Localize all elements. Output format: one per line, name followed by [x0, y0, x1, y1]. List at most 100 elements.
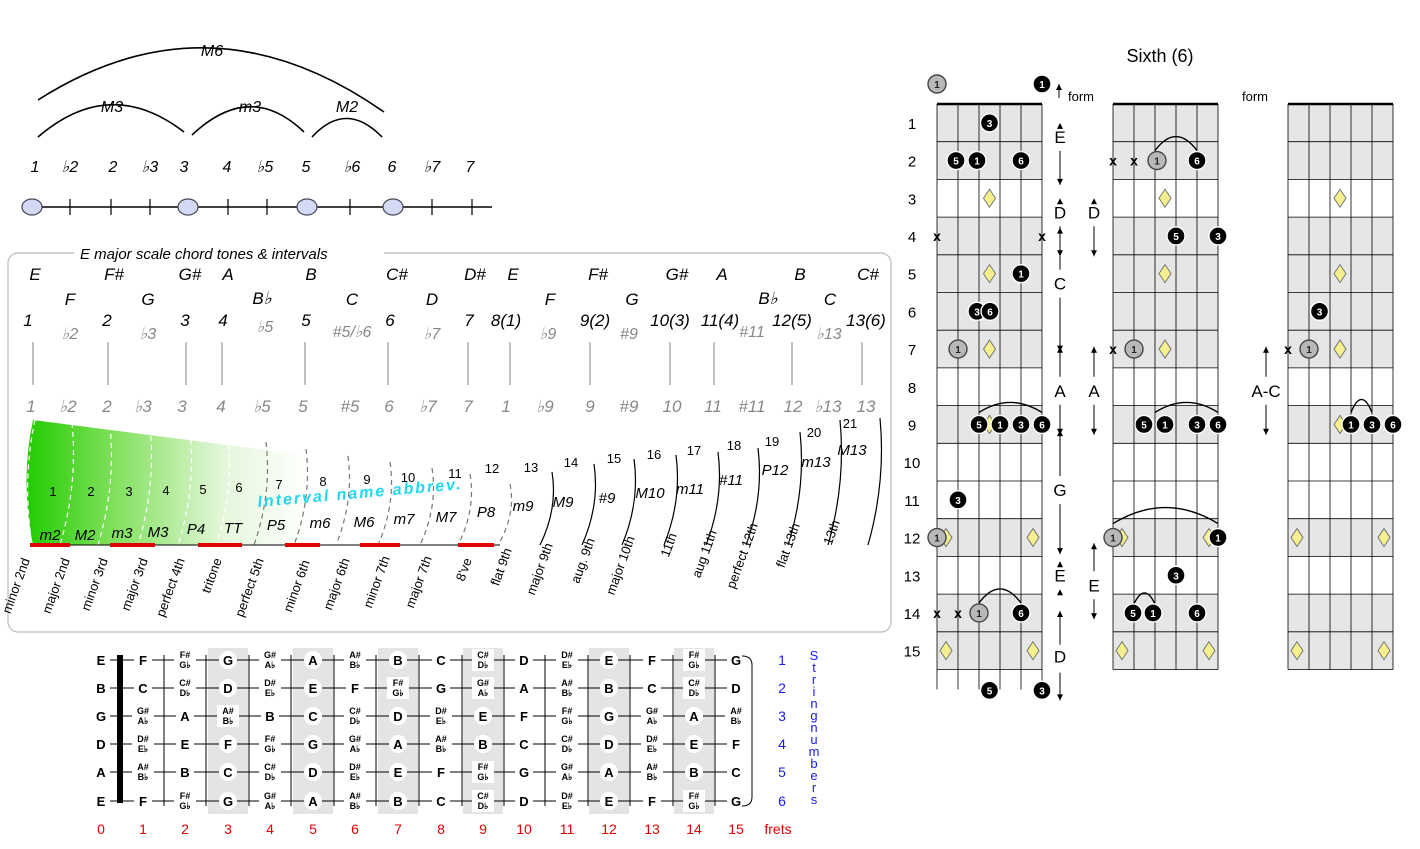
chord-tone-label: 6 [1039, 420, 1045, 431]
interval-separator [827, 419, 843, 546]
interval-abbrev: m2 [40, 527, 61, 544]
fret-note: B♭ [436, 744, 447, 754]
note-bg [259, 649, 281, 671]
caged-form-label: C [1054, 275, 1066, 294]
fret-note: E [605, 794, 614, 809]
note-bg [304, 763, 322, 781]
chord-tone-dot [979, 680, 1000, 701]
fret-note: G♭ [179, 660, 190, 670]
note-bg [685, 763, 703, 781]
chord-degree-alt: #5/♭6 [333, 324, 372, 341]
chord-tone-dot [1123, 603, 1143, 623]
semitone-count: 21 [843, 416, 857, 431]
chord-tone-label: 3 [1018, 420, 1024, 431]
panel-title: E major scale chord tones & intervals [80, 246, 328, 263]
interval-number: 11 [704, 397, 722, 416]
semitone-count: 10 [401, 470, 415, 485]
note-bg [472, 761, 494, 783]
fret-note: A [393, 737, 403, 752]
note-bg [219, 679, 237, 697]
chord-degree: 5 [301, 311, 311, 330]
arrow-head [1091, 250, 1097, 257]
semitone-count: 14 [564, 455, 578, 470]
inlay-diamond [1290, 527, 1304, 548]
neck-shade [1113, 518, 1218, 557]
fret-note: G [223, 794, 233, 809]
chord-tone-label: 6 [1194, 157, 1200, 168]
chord-tone-label: 1 [1131, 345, 1137, 356]
interval-separator [177, 430, 193, 546]
arrow-head [1091, 198, 1097, 205]
inlay-column [463, 648, 503, 814]
note-bg [474, 735, 492, 753]
fret-note: G# [477, 678, 489, 688]
fret-note: A♭ [265, 801, 276, 811]
fret-note: A# [646, 762, 658, 772]
fret-note: G [731, 653, 741, 668]
neck-shade [1288, 217, 1393, 255]
interval-number: 1 [501, 397, 510, 416]
neck-fret-label: 7 [908, 342, 916, 359]
neck-shade [937, 217, 1042, 255]
fret-note: D [308, 765, 317, 780]
note-name: A [715, 265, 727, 284]
note-name: G# [666, 265, 689, 284]
string-number: 4 [778, 736, 786, 752]
chord-degree-alt: ♭7 [424, 326, 442, 343]
note-bg [174, 677, 196, 699]
string-bracket [741, 655, 753, 807]
string-number: 2 [778, 680, 786, 696]
chord-tone-dot [1011, 414, 1031, 435]
chord-tone-label: 1 [976, 609, 982, 620]
interval-separator [293, 448, 309, 546]
fret-note: E [690, 737, 699, 752]
fret-note: D [519, 653, 528, 668]
inlay-diamond [1158, 263, 1172, 284]
fret-note: G# [646, 706, 658, 716]
note-bg [304, 679, 322, 697]
fret-note: D# [349, 762, 361, 772]
fret-note: B [393, 653, 402, 668]
arrow-head [1057, 430, 1063, 437]
note-bg [556, 761, 578, 783]
inlay-diamond [982, 339, 997, 359]
note-bg [389, 792, 407, 810]
fret-note: A [689, 709, 699, 724]
scale-degree: 3 [180, 159, 189, 176]
note-name: C [346, 290, 359, 309]
fret-note: D♭ [562, 744, 573, 754]
fret-note: E [181, 737, 190, 752]
chord-tone-dot [1341, 414, 1361, 435]
neck-fret-label: 11 [904, 493, 920, 510]
neck-shade [1288, 518, 1393, 557]
string-numbers-label: u [810, 732, 817, 747]
note-bg [134, 792, 152, 810]
interval-separator [663, 454, 679, 546]
fret-note: E♭ [350, 772, 360, 782]
interval-number: ♭7 [419, 397, 437, 416]
string-numbers-label: b [810, 756, 817, 771]
note-bg [515, 792, 533, 810]
fret-note: C [436, 794, 446, 809]
note-name: F [545, 290, 557, 309]
open-string-note: E [97, 653, 106, 668]
fret-note: A# [137, 762, 149, 772]
fret-number: 9 [479, 821, 487, 837]
note-bg [474, 707, 492, 725]
chord-tone-dot [1187, 414, 1207, 435]
fret-note: C# [349, 706, 361, 716]
fret-note: B [393, 794, 402, 809]
semitone-count: 7 [275, 477, 282, 492]
inlay-diamond [1333, 339, 1347, 359]
inlay-diamond [1333, 188, 1347, 209]
caged-form-label: E [1054, 128, 1065, 147]
note-bg [683, 677, 705, 699]
note-bg [176, 707, 194, 725]
arc-label-minor-third: m3 [239, 99, 261, 116]
fret-note: A [308, 794, 318, 809]
fret-number: 13 [644, 821, 660, 837]
